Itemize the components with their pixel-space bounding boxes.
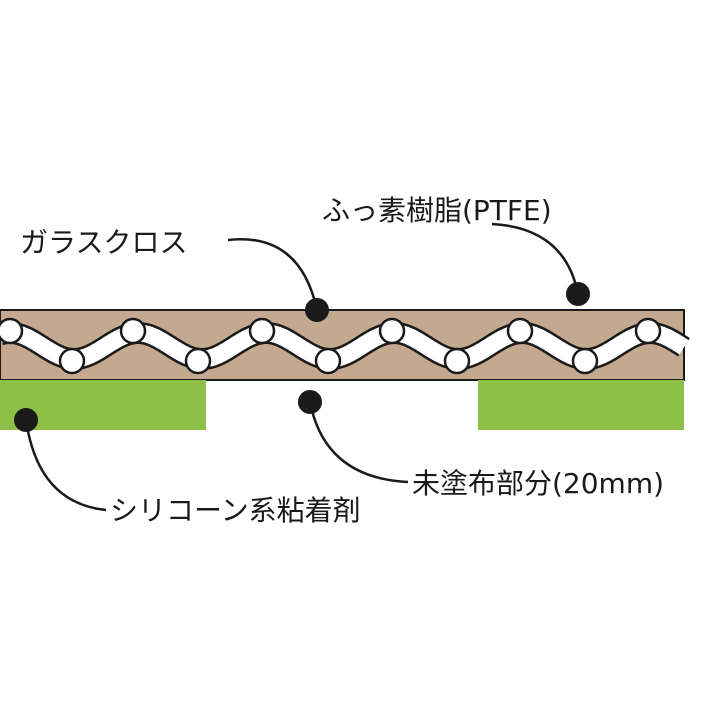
marker-dot-adhesive (14, 408, 38, 432)
marker-dot-uncoated (298, 390, 322, 414)
glass-cloth-wave-fill (0, 324, 689, 368)
glass-fiber-top-2 (248, 317, 276, 345)
leader-line-adhesive (24, 419, 107, 512)
leader-line-ptfe (491, 222, 580, 295)
marker-dot-glass-cloth (305, 298, 329, 322)
glass-fiber-bottom-4 (571, 347, 599, 375)
glass-fiber-bottom-3 (443, 347, 471, 375)
label-uncoated: 未塗布部分(20mm) (412, 467, 664, 500)
marker-dot-ptfe (566, 282, 590, 306)
label-ptfe: ふっ素樹脂(PTFE) (322, 194, 552, 227)
glass-fiber-bottom-2 (314, 347, 342, 375)
glass-fiber-bottom-1 (184, 347, 212, 375)
adhesive-block-right (478, 380, 684, 430)
label-adhesive: シリコーン系粘着剤 (110, 494, 361, 527)
glass-fiber-top-3 (378, 317, 406, 345)
glass-fiber-top-0 (0, 317, 24, 345)
glass-fiber-group (0, 317, 662, 375)
leader-line-glass-cloth (227, 238, 319, 311)
glass-fiber-top-5 (634, 317, 662, 345)
glass-fiber-top-1 (119, 317, 147, 345)
leader-line-uncoated (308, 401, 409, 484)
glass-fiber-bottom-0 (58, 347, 86, 375)
label-glass-cloth: ガラスクロス (20, 226, 187, 259)
glass-fiber-top-4 (506, 317, 534, 345)
